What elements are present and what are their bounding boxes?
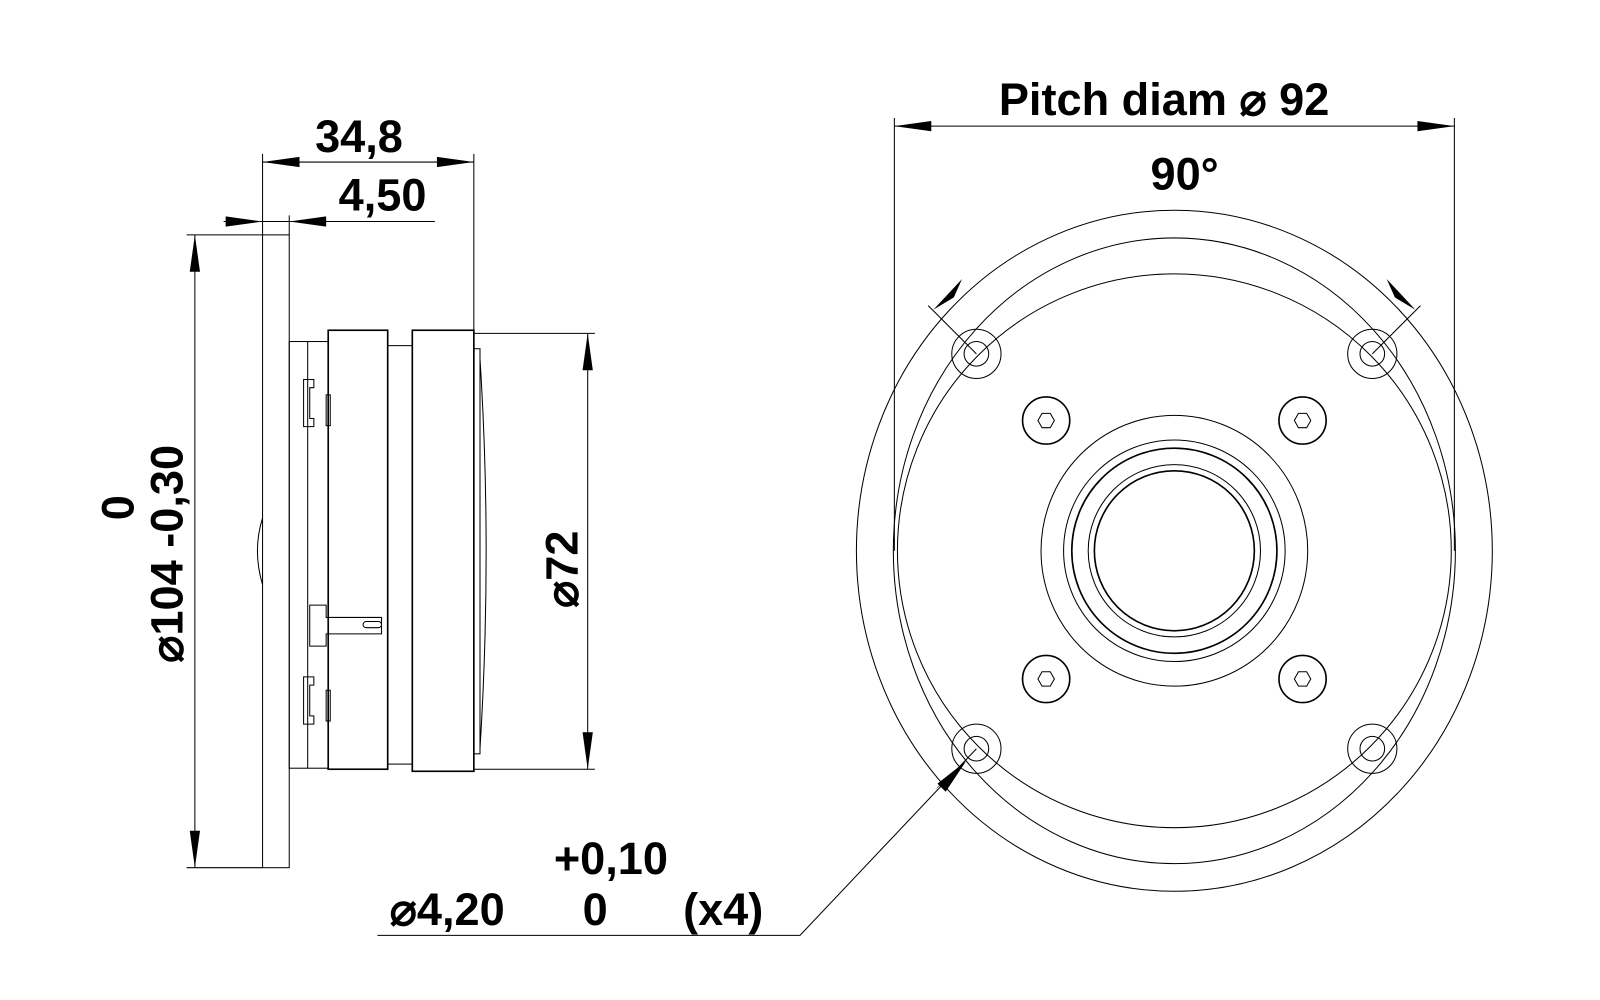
terminal-clip [303,676,315,725]
body-diameter-dimension: ⌀72 [536,531,587,608]
side-view: 34,8 4,50 ⌀104 -0,30 0 ⌀72 [92,111,595,869]
dome-opening [1093,469,1256,632]
depth-dimension: 34,8 [315,111,403,162]
magnet-plate [327,329,389,771]
angle-dimension: 90° [1151,149,1219,200]
terminal-block [288,341,329,769]
hole-tolerance-lower: 0 [583,884,608,935]
magnet [387,345,413,765]
front-view: Pitch diam ⌀ 92 90° ⌀4,20 +0,10 0 (x4) [377,74,1493,936]
hole-count: (x4) [683,884,763,935]
outer-rim [855,209,1493,892]
hex-screw-icon [1021,396,1071,445]
faceplate-lip [473,348,481,755]
pitch-circle [896,273,1452,829]
mounting-hole [1347,723,1398,774]
front-plate [411,329,475,773]
mounting-holes [951,328,1398,774]
hole-tolerance-upper: +0,10 [554,833,668,884]
hex-screw-icon [1021,654,1071,704]
hex-screws [1021,396,1327,704]
flange-diameter-tolerance: 0 [92,495,143,520]
mounting-hole [951,723,1002,774]
mounting-hole [1347,328,1398,379]
pitch-diameter-dimension: Pitch diam ⌀ 92 [999,74,1330,125]
dome-profile [256,517,264,585]
hole-diameter-dimension: ⌀4,20 [390,884,505,935]
dome [479,358,487,749]
terminal-clip [303,378,315,428]
flange-plate [262,234,290,869]
mounting-hole [951,328,1002,379]
flange-ring [892,237,1456,865]
hole-leader-line [377,748,977,936]
flange-thickness-dimension: 4,50 [339,169,427,220]
hex-screw-icon [1278,396,1327,445]
flange-diameter-dimension: ⌀104 -0,30 [142,445,193,663]
center-plate [1040,414,1309,687]
hex-screw-icon [1278,654,1327,704]
solder-tab [309,604,383,647]
